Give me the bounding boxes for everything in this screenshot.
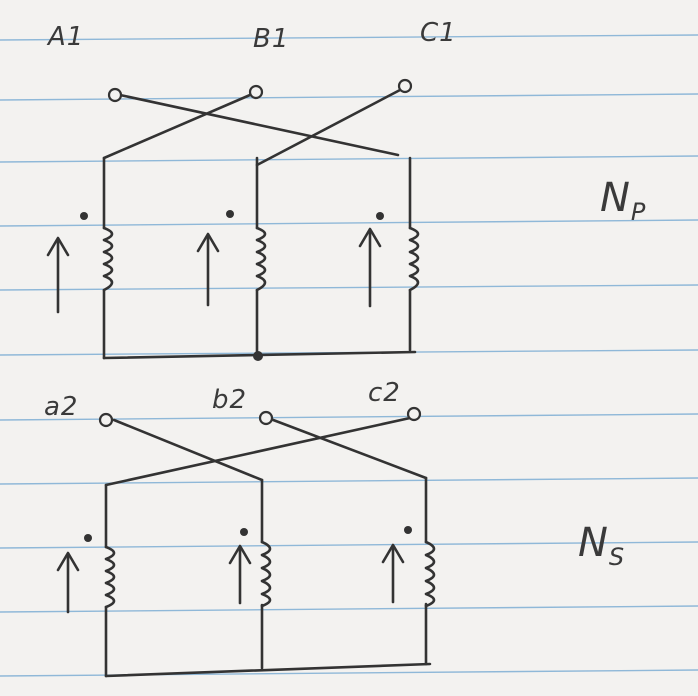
secondary-terminals — [98, 406, 422, 428]
primary-winding-label: NP — [600, 175, 646, 226]
neutral-junction-dot — [253, 351, 263, 361]
terminal-a2 — [98, 412, 114, 428]
primary-terminals — [107, 78, 413, 103]
terminal-c1 — [397, 78, 413, 94]
secondary-polarity-dots — [84, 526, 412, 542]
terminal-b1 — [248, 84, 264, 100]
terminal-label-a1: A1 — [48, 22, 85, 52]
primary-polarity-dots — [80, 210, 384, 361]
primary-winding-symbol: N — [600, 175, 631, 221]
secondary-winding-subscript: S — [608, 543, 626, 571]
terminal-label-c2: c2 — [368, 378, 401, 408]
terminal-label-c1: C1 — [420, 18, 457, 48]
terminal-c2 — [406, 406, 422, 422]
terminal-label-b1: B1 — [253, 24, 290, 54]
terminal-a1 — [107, 87, 123, 103]
secondary-circuit — [56, 416, 436, 678]
terminal-b2 — [258, 410, 274, 426]
terminal-label-b2: b2 — [212, 385, 248, 415]
secondary-winding-label: NS — [578, 520, 625, 571]
secondary-winding-symbol: N — [578, 520, 609, 566]
primary-winding-subscript: P — [630, 198, 647, 226]
terminal-label-a2: a2 — [44, 392, 79, 422]
